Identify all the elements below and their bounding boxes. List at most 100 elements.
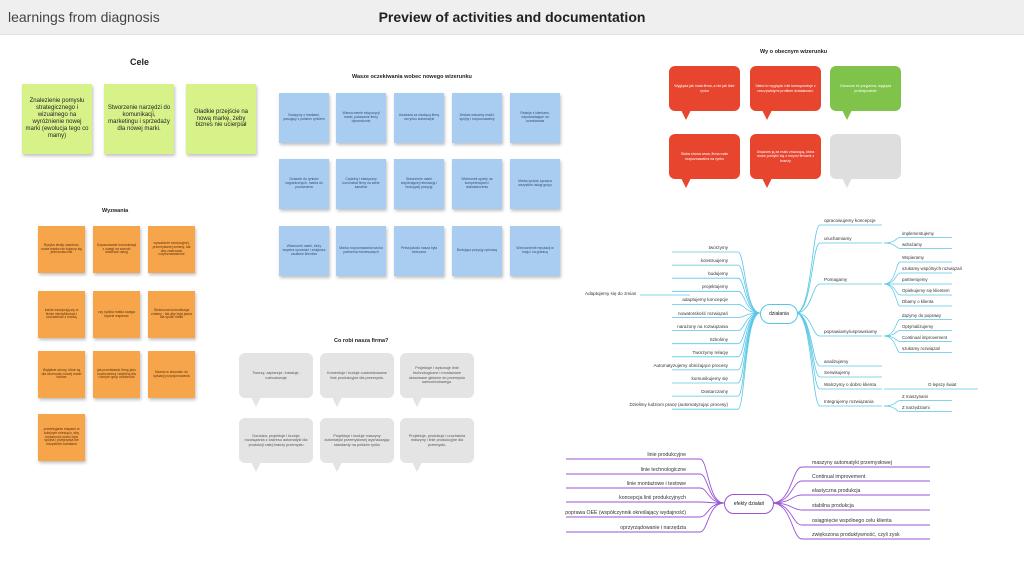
challenge-note[interactable]: wyważenie ewolucyjnej, przemyślanej zmia… [148,226,195,273]
company-bubble[interactable]: Projektuje i wykonuje linie technologicz… [400,353,474,407]
company-bubble[interactable]: Doradza, projektuje i buduje rozwiązania… [239,418,313,472]
mindmap-branch-right[interactable]: uruchamiamy [824,236,852,241]
mindmap2-branch-left[interactable]: koncepcja linii produkcyjnych [619,495,686,501]
mindmap-branch-left[interactable]: konstruujemy [700,258,728,264]
mindmap2-branch-left[interactable]: poprawa OEE (współczynnik określający wy… [565,510,686,516]
mindmap-leaf[interactable]: Z maszynami [902,393,929,399]
mindmap-leaf[interactable]: partnerujemy [902,277,928,282]
expectation-note[interactable]: Stworzenie marki wspierającej rekrutację… [394,159,444,209]
company-bubble[interactable]: Tworzy, zaplanuje, instaluje, rozbudowuj… [239,353,313,407]
connector-line [672,251,761,314]
connector-line [795,283,882,314]
expectation-note[interactable]: Wzmocnienie reputacji w kraju i za grani… [510,226,560,276]
mindmap-branch-right[interactable]: poprawiamy/usprawniamy [824,329,878,334]
opinion-bubble[interactable]: Słabo to wygląda i nie koresponduje z rz… [750,66,821,120]
mindmap-leaf[interactable]: Z narzędziami [902,404,930,410]
mindmap-branch-left[interactable]: Tworzymy relację [692,349,728,355]
mindmap-leaf[interactable]: Opiekujemy się klientem [902,288,950,293]
connector-line [883,242,952,249]
mindmap-leaf[interactable]: O lepszy świat [928,382,957,387]
mindmap2-branch-right[interactable]: zwiększona produktywność, czyli zysk [812,532,900,538]
mindmap-leaf[interactable]: Optymalizujemy [902,323,934,329]
mindmap-leaf[interactable]: szukamy rozwiązań [902,345,941,351]
opinion-bubble[interactable]: Uważam ją za mało znaczącą, która może p… [750,134,821,188]
opinion-bubble[interactable] [830,134,901,188]
goal-note[interactable]: Gładkie przejście na nową markę, żeby bi… [186,84,256,154]
challenge-note[interactable]: Dopasowanie komunikacji z uwagi na szero… [93,226,140,273]
mindmap-branch-right[interactable]: Walczymy o dobro klienta [824,382,877,387]
mindmap-branch-left[interactable]: projektujemy [701,284,728,290]
connector-line [771,480,930,504]
mindmap-far-left[interactable]: Adaptujemy się do zmian [585,291,637,296]
mindmap2-branch-right[interactable]: osiągnięcie wspólnego celu klienta [812,518,892,524]
mindmap-leaf[interactable]: Dbamy o klienta [902,299,934,304]
company-bubble[interactable]: Projektuje, produkuje i uruchamia maszyn… [400,418,474,472]
mindmap-branch-right[interactable]: Integrujemy rozwiązania [824,399,874,404]
goal-note[interactable]: Stworzenie narzędzi do komunikacji, mark… [104,84,174,154]
expectation-note[interactable]: Wizerunek marki, który wspiera sprzedaż … [279,226,329,276]
challenge-note[interactable]: przebieganie etapami w kolejnym miesiącu… [38,414,85,461]
mindmap-branch-left[interactable]: nowatorskość rozwiązań [677,310,728,316]
mindmap-branch-left[interactable]: komunikujemy się [691,376,728,381]
mindmap2-branch-left[interactable]: linie technologiczne [640,467,686,473]
goal-note[interactable]: Znalezienie pomysłu strategicznego i wiz… [22,84,92,154]
connector-line [883,330,952,337]
mindmap2-branch-right[interactable]: Continual improvement [812,474,866,480]
expectation-note[interactable]: Wizerunek oparty na kompetencjach i dośw… [452,159,502,209]
challenge-note[interactable]: Wątpliwe strony, które są dla wizerunku … [38,351,85,398]
expectation-note[interactable]: Wzmocnienie ekspozycji marki, pokazanie … [336,93,386,143]
expectation-note[interactable]: Zestaw wizualny marki, spójny i rozpozna… [452,93,502,143]
expectation-note[interactable]: Marka rozpoznawalna wśród partnerów bizn… [336,226,386,276]
mindmap2-branch-left[interactable]: linie produkcyjne [647,452,686,458]
mindmap-leaf[interactable]: szukamy wspólnych rozwiązań [902,266,963,271]
mindmap-center-node[interactable]: działania [760,304,798,324]
mindmap-leaf[interactable]: dążymy do poprawy [902,312,942,318]
challenge-note[interactable]: ludzie zaczynają się w firmie identyfiko… [38,291,85,338]
challenge-note[interactable]: jak przedstawić firmę jako nowoczesną i … [93,351,140,398]
expectation-note[interactable]: Dostępny z markami, pasujący z polskim r… [279,93,329,143]
board-name[interactable]: learnings from diagnosis [8,9,160,25]
connector-line [566,487,725,504]
mindmap-branch-left[interactable]: Automatyzujemy obniżające procesy [653,362,728,368]
mindmap-branch-left[interactable]: budujemy [708,271,728,277]
expectation-note[interactable]: Marka spójna, łącząca wszystkie usługi g… [510,159,560,209]
opinion-bubble[interactable]: Słaba strona www, firma mało rozpoznawal… [669,134,740,188]
mindmap-branch-left[interactable]: Dostarczamy [701,389,728,395]
mindmap-branch-left[interactable]: Szkolimy [709,336,728,342]
company-bubble[interactable]: Projektuje i buduje maszyny automatyki p… [320,418,394,472]
opinion-bubble[interactable]: Odczucie że przyjazna, wygląda profesjon… [830,66,901,120]
challenge-note[interactable]: czy spółka matka uwaga będzie wspierać [93,291,140,338]
mindmap-leaf[interactable]: wdrażamy [902,241,923,247]
mindmap2-branch-left[interactable]: oprzyrządowanie i narzędzia [620,525,686,531]
mindmap-branch-left[interactable]: adaptujemy koncepcje [682,297,728,303]
expectation-note[interactable]: Dotarcie do rynków zagranicznych, marka … [279,159,329,209]
mindmap-leaf[interactable]: Continual improvement [902,334,948,340]
mindmap2-branch-left[interactable]: linie montażowe i testowe [626,481,686,487]
mindmap-branch-left[interactable]: tworzymy [708,245,728,250]
mindmap-branch-left[interactable]: narażony na rozwiązania [677,323,728,329]
page-title: Preview of activities and documentation [378,9,646,25]
whiteboard-canvas[interactable]: Cele Znalezienie pomysłu strategicznego … [0,35,1024,576]
opinion-bubble[interactable]: Wygląda jak mała firma, a nie jak lider … [669,66,740,120]
mindmap-branch-right[interactable]: Pomagamy [824,277,848,282]
challenge-note[interactable]: Nazwa w stosunku do sytuacji pozycjonowa… [148,351,195,398]
mindmap-branch-right[interactable]: Serwisujemy [824,370,851,375]
expectation-note[interactable]: Uważana za wiodącą firmę na rynku automa… [394,93,444,143]
challenge-note[interactable]: Skuteczna komunikacja zmiany - tak aby b… [148,291,195,338]
mindmap-branch-left[interactable]: Dzielimy ludziom pracę (automatyzując pr… [629,402,728,408]
expectation-note[interactable]: Czytelny i elastyczny komunikat firmy na… [336,159,386,209]
expectation-note[interactable]: Relacje z klientami, odpowiadające na oc… [510,93,560,143]
expectation-note[interactable]: Budująca pozycję rynkową [452,226,502,276]
mindmap-branch-right[interactable]: opracowujemy koncepcje [824,218,876,223]
mindmap2-center-node[interactable]: efekty działań [724,494,774,514]
expectation-note[interactable]: Pełna jakość nasza byla widoczna [394,226,444,276]
mindmap2-branch-right[interactable]: elastyczna produkcja [812,488,861,494]
mindmap-branch-right[interactable]: analizujemy [824,359,849,364]
current-image-heading: Wy o obecnym wizerunku [760,49,828,55]
mindmap-leaf[interactable]: Wspieramy [902,255,924,260]
mindmap-leaf[interactable]: implementujemy [902,230,934,236]
company-bubble[interactable]: Komentuje i buduje customizowane linie p… [320,353,394,407]
challenge-note[interactable]: Ryzyko straty zasobów, nowa marka nie ko… [38,226,85,273]
mindmap2-branch-right[interactable]: stabilna produkcja [812,503,854,509]
mindmap2-branch-right[interactable]: maszyny automatyki przemysłowej [812,460,892,466]
